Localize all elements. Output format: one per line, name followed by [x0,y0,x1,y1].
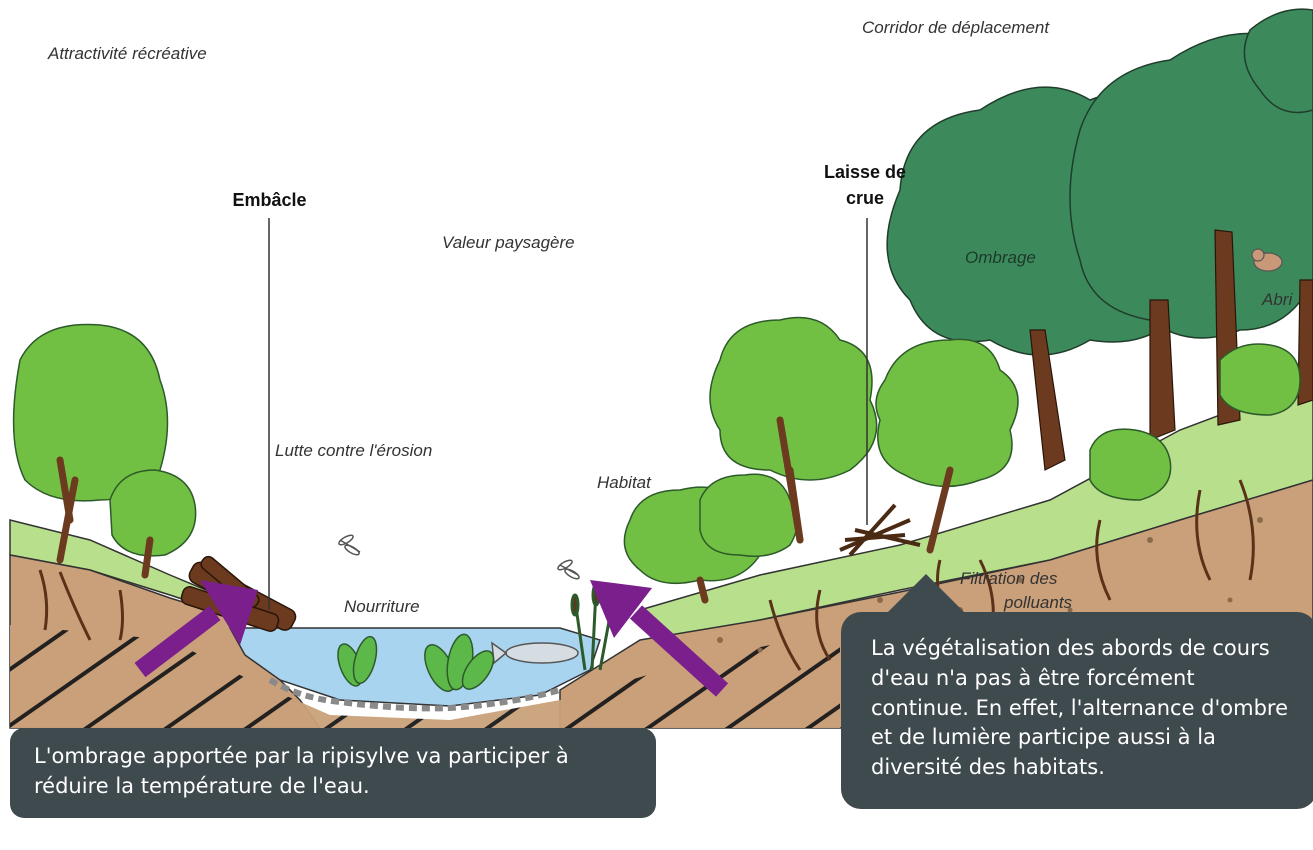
label-attractivite: Attractivité récréative [48,44,207,63]
label-ombrage: Ombrage [965,248,1036,267]
callout-shade-temperature: L'ombrage apportée par la ripisylve va p… [10,728,656,818]
riparian-trees-left [12,323,197,557]
purple-arrow-right [590,580,729,697]
label-lutte: Lutte contre l'érosion [275,441,433,460]
riparian-trees-right [623,316,1301,585]
label-habitat: Habitat [597,473,651,492]
tall-trees-right [886,8,1313,471]
bird-icon [1251,248,1283,272]
fish-icon [491,641,579,665]
bedrock-layer [10,625,840,728]
label-abri: Abri [1262,290,1293,309]
riverbed-pebbles [268,677,561,712]
label-filtration-line1: Filtration des [960,569,1058,588]
aquatic-plant-icon [337,633,495,692]
label-nourriture: Nourriture [344,597,420,616]
label-embacle: Embâcle [232,190,307,210]
label-valeur: Valeur paysagère [442,233,575,252]
label-filtration-line2: polluants [1004,593,1073,612]
trunks-left [56,456,154,579]
purple-arrow-left [134,580,258,678]
reeds-icon [570,583,614,671]
trunks-right [696,416,954,604]
callout-vegetation-continuity: La végétalisation des abords de cours d'… [841,612,1313,810]
label-laisse-line2: crue [845,188,885,208]
label-corridor: Corridor de déplacement [862,18,1050,37]
label-laisse-line1: Laisse de [823,162,907,182]
dragonfly-icon [338,534,580,580]
flood-debris-icon [839,503,921,557]
